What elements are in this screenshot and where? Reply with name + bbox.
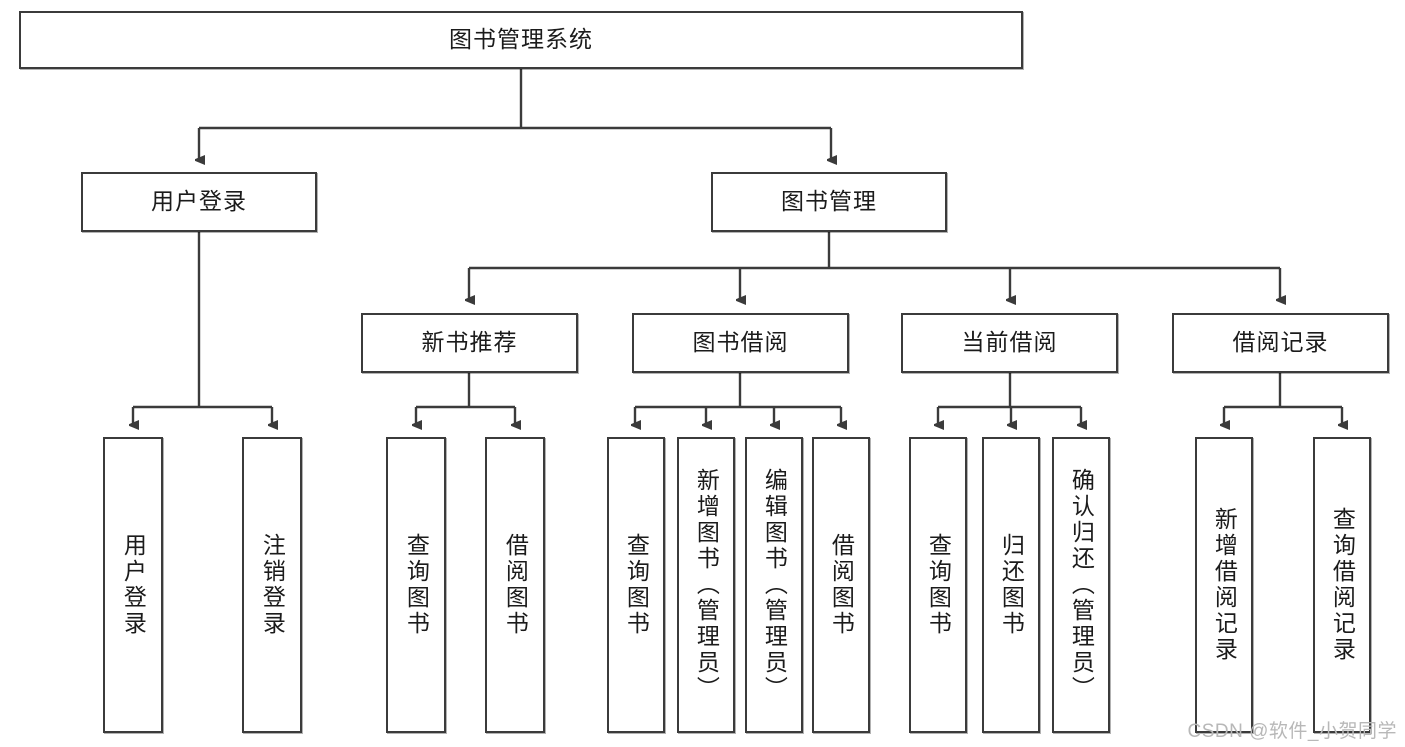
node-current-borrow[interactable]: 当前借阅 — [901, 313, 1118, 373]
leaf-logout[interactable]: 注销登录 — [242, 437, 302, 733]
node-new-book-recommend[interactable]: 新书推荐 — [361, 313, 578, 373]
node-label: 查询图书 — [403, 533, 430, 637]
node-label: 注销登录 — [259, 533, 286, 637]
node-label: 用户登录 — [151, 188, 247, 215]
node-label: 借阅图书 — [828, 533, 855, 637]
node-label: 借阅图书 — [502, 533, 529, 637]
node-label: 图书管理 — [781, 188, 877, 215]
node-label: 查询借阅记录 — [1329, 507, 1356, 663]
leaf-user-login[interactable]: 用户登录 — [103, 437, 163, 733]
leaf-borrow-book-recommend[interactable]: 借阅图书 — [485, 437, 545, 733]
leaf-borrow-book[interactable]: 借阅图书 — [812, 437, 870, 733]
node-label: 用户登录 — [120, 533, 147, 637]
leaf-add-borrow-record[interactable]: 新增借阅记录 — [1195, 437, 1253, 733]
node-label: 编辑图书（管理员） — [761, 468, 788, 702]
node-label: 查询图书 — [925, 533, 952, 637]
node-label: 新增图书（管理员） — [693, 468, 720, 702]
watermark-text: CSDN @软件_小贺同学 — [1187, 721, 1397, 742]
leaf-return-book[interactable]: 归还图书 — [982, 437, 1040, 733]
node-label: 借阅记录 — [1232, 329, 1329, 356]
leaf-query-book-recommend[interactable]: 查询图书 — [386, 437, 446, 733]
node-label: 查询图书 — [623, 533, 650, 637]
node-label: 图书借阅 — [692, 329, 789, 356]
node-label: 图书管理系统 — [449, 26, 593, 53]
node-label: 归还图书 — [998, 533, 1025, 637]
leaf-confirm-return-admin[interactable]: 确认归还（管理员） — [1052, 437, 1110, 733]
node-book-borrow[interactable]: 图书借阅 — [632, 313, 849, 373]
node-book-management[interactable]: 图书管理 — [711, 172, 947, 232]
node-user-login[interactable]: 用户登录 — [81, 172, 317, 232]
leaf-query-book-current[interactable]: 查询图书 — [909, 437, 967, 733]
node-label: 当前借阅 — [961, 329, 1058, 356]
leaf-edit-book-admin[interactable]: 编辑图书（管理员） — [745, 437, 803, 733]
node-label: 确认归还（管理员） — [1068, 468, 1095, 702]
leaf-query-book-borrow[interactable]: 查询图书 — [607, 437, 665, 733]
node-label: 新书推荐 — [421, 329, 518, 356]
leaf-query-borrow-record[interactable]: 查询借阅记录 — [1313, 437, 1371, 733]
node-root-system[interactable]: 图书管理系统 — [19, 11, 1023, 69]
leaf-add-book-admin[interactable]: 新增图书（管理员） — [677, 437, 735, 733]
node-label: 新增借阅记录 — [1211, 507, 1238, 663]
node-borrow-record[interactable]: 借阅记录 — [1172, 313, 1389, 373]
